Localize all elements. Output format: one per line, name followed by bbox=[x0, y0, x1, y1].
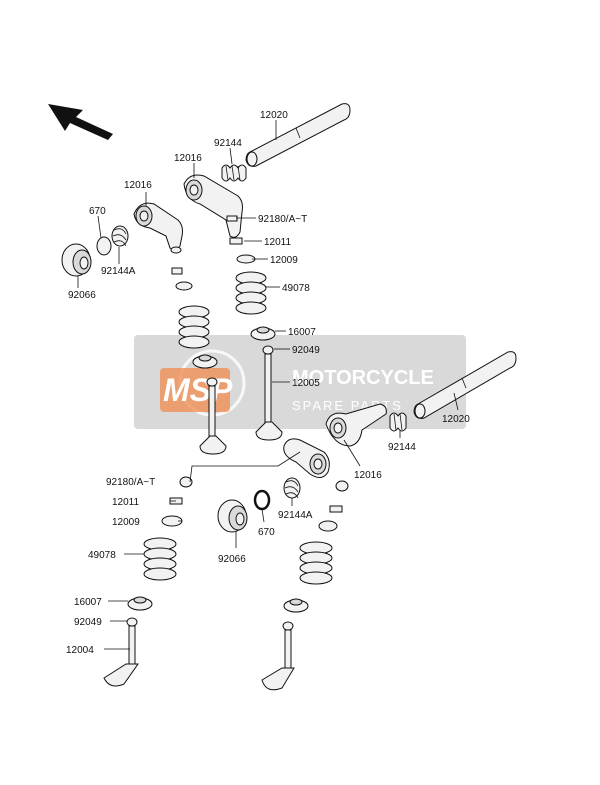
rocker-spring-a-upper bbox=[111, 225, 129, 247]
label-12009-lower: 12009 bbox=[112, 517, 140, 528]
label-49078-lower: 49078 bbox=[88, 550, 116, 561]
shaft-cap-upper bbox=[61, 243, 92, 277]
leader-lines bbox=[77, 120, 459, 650]
spring-retainer-upper-right bbox=[250, 326, 276, 341]
label-12011-upper: 12011 bbox=[264, 237, 292, 248]
adjuster-lower-right bbox=[335, 480, 349, 492]
rocker-shaft-lower bbox=[413, 351, 517, 419]
spring-retainer-lower-right bbox=[283, 598, 309, 613]
label-12004: 12004 bbox=[66, 645, 94, 656]
rocker-spring-lower bbox=[389, 412, 407, 432]
rocker-spring-a-lower bbox=[283, 477, 301, 499]
label-92144A-upper: 92144A bbox=[101, 266, 136, 277]
adjuster-stack-right bbox=[226, 215, 256, 264]
adjuster-stack-left bbox=[170, 246, 193, 291]
watermark-title: MOTORCYCLE bbox=[292, 367, 434, 389]
label-12016-left: 12016 bbox=[124, 180, 152, 191]
label-12020-upper: 12020 bbox=[260, 110, 288, 121]
part-labels: 12020 92144 12016 12016 670 92180/A~T 12… bbox=[66, 110, 470, 656]
valve-spring-lower-right bbox=[299, 541, 333, 585]
rocker-arm-upper-right bbox=[183, 174, 243, 238]
label-12016-upper: 12016 bbox=[174, 153, 202, 164]
adjuster-lower-left bbox=[179, 476, 193, 488]
rocker-arm-upper-left bbox=[133, 202, 183, 251]
rocker-arm-lower-right bbox=[325, 403, 387, 447]
label-92066-upper: 92066 bbox=[68, 290, 96, 301]
valve-spring-upper-right bbox=[235, 271, 267, 315]
adjuster-stack-lower-right bbox=[318, 505, 343, 532]
rocker-spring-upper bbox=[221, 164, 247, 182]
label-92144-lower: 92144 bbox=[388, 442, 416, 453]
o-ring-upper bbox=[96, 236, 112, 256]
label-92180-upper: 92180/A~T bbox=[258, 214, 307, 225]
intake-valve-left bbox=[103, 617, 139, 687]
label-92066-lower: 92066 bbox=[218, 554, 246, 565]
watermark-logo: MSP bbox=[163, 372, 233, 408]
rocker-arm-lower-left bbox=[283, 438, 330, 478]
rocker-shaft-upper bbox=[245, 103, 351, 167]
front-arrow-icon bbox=[48, 104, 113, 140]
spring-retainer-lower-left bbox=[127, 596, 153, 611]
label-12009-upper: 12009 bbox=[270, 255, 298, 266]
label-16007-upper: 16007 bbox=[288, 327, 316, 338]
label-670-lower: 670 bbox=[258, 527, 275, 538]
shaft-cap-lower bbox=[217, 499, 248, 533]
label-92144-upper: 92144 bbox=[214, 138, 242, 149]
label-92180-lower: 92180/A~T bbox=[106, 477, 155, 488]
label-49078-upper: 49078 bbox=[282, 283, 310, 294]
valve-spring-lower-left bbox=[143, 537, 177, 581]
label-92144A-lower: 92144A bbox=[278, 510, 313, 521]
label-12020-lower: 12020 bbox=[442, 414, 470, 425]
label-12016-lower: 12016 bbox=[354, 470, 382, 481]
label-16007-lower: 16007 bbox=[74, 597, 102, 608]
valve-spring-upper-left bbox=[178, 305, 210, 349]
intake-valve-right bbox=[261, 621, 295, 691]
label-12011-lower: 12011 bbox=[112, 497, 140, 508]
label-92049-upper: 92049 bbox=[292, 345, 320, 356]
spring-retainer-upper-left bbox=[192, 354, 218, 369]
label-12005: 12005 bbox=[292, 378, 320, 389]
exhaust-valve-left bbox=[199, 377, 227, 455]
o-ring-lower bbox=[253, 489, 271, 511]
label-670-upper: 670 bbox=[89, 206, 106, 217]
label-92049-lower: 92049 bbox=[74, 617, 102, 628]
exhaust-valve-right bbox=[255, 345, 283, 441]
